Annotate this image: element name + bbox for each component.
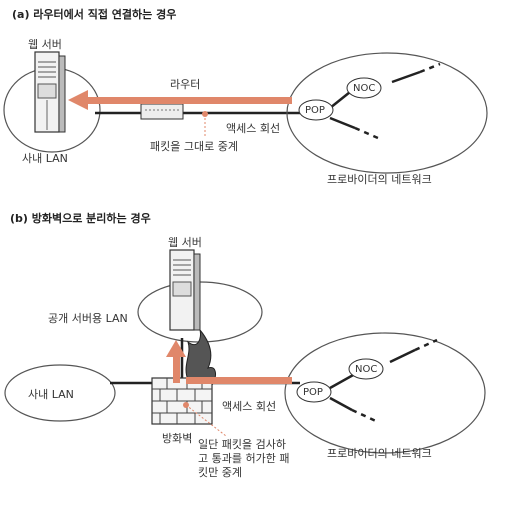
noc-label-b: NOC xyxy=(355,364,378,375)
noc-node-b xyxy=(348,358,384,380)
provider-label-b: 프로바이더의 네트워크 xyxy=(327,447,432,460)
packet-arrow-b xyxy=(166,340,292,384)
pop-node-b xyxy=(296,381,332,403)
public-lan-label: 공개 서버용 LAN xyxy=(48,312,128,325)
lan-label-b: 사내 LAN xyxy=(28,388,74,401)
panel-b-heading: (b) 방화벽으로 분리하는 경우 xyxy=(10,212,151,225)
router-icon xyxy=(140,103,184,120)
web-server-label-b: 웹 서버 xyxy=(168,236,202,249)
firewall-flame-icon xyxy=(185,329,216,386)
firewall-label: 방화벽 xyxy=(162,432,193,445)
firewall-icon xyxy=(151,377,213,425)
packet-arrow-a xyxy=(68,90,292,110)
relay-note: 패킷을 그대로 중계 xyxy=(150,140,238,153)
provider-label-a: 프로바이더의 네트워크 xyxy=(327,173,432,186)
provider-cloud-a xyxy=(286,52,488,174)
noc-label-a: NOC xyxy=(353,83,376,94)
access-line-label-a: 액세스 회선 xyxy=(226,122,281,135)
access-line-label-b: 액세스 회선 xyxy=(222,400,277,413)
pop-label-a: POP xyxy=(305,105,325,116)
noc-node-a xyxy=(346,77,382,99)
provider-cloud-b xyxy=(284,332,486,454)
lan-cloud-b xyxy=(4,364,116,422)
web-server-icon-a xyxy=(34,51,66,133)
lan-label-a: 사내 LAN xyxy=(22,152,68,165)
web-server-icon-b xyxy=(169,249,201,331)
panel-a-heading: (a) 라우터에서 직접 연결하는 경우 xyxy=(12,8,177,21)
inspect-note: 일단 패킷을 검사하고 통과를 허가한 패킷만 중계 xyxy=(198,438,290,479)
router-label: 라우터 xyxy=(170,78,201,91)
pop-label-b: POP xyxy=(303,387,323,398)
web-server-label-a: 웹 서버 xyxy=(28,38,62,51)
pop-node-a xyxy=(298,99,334,121)
